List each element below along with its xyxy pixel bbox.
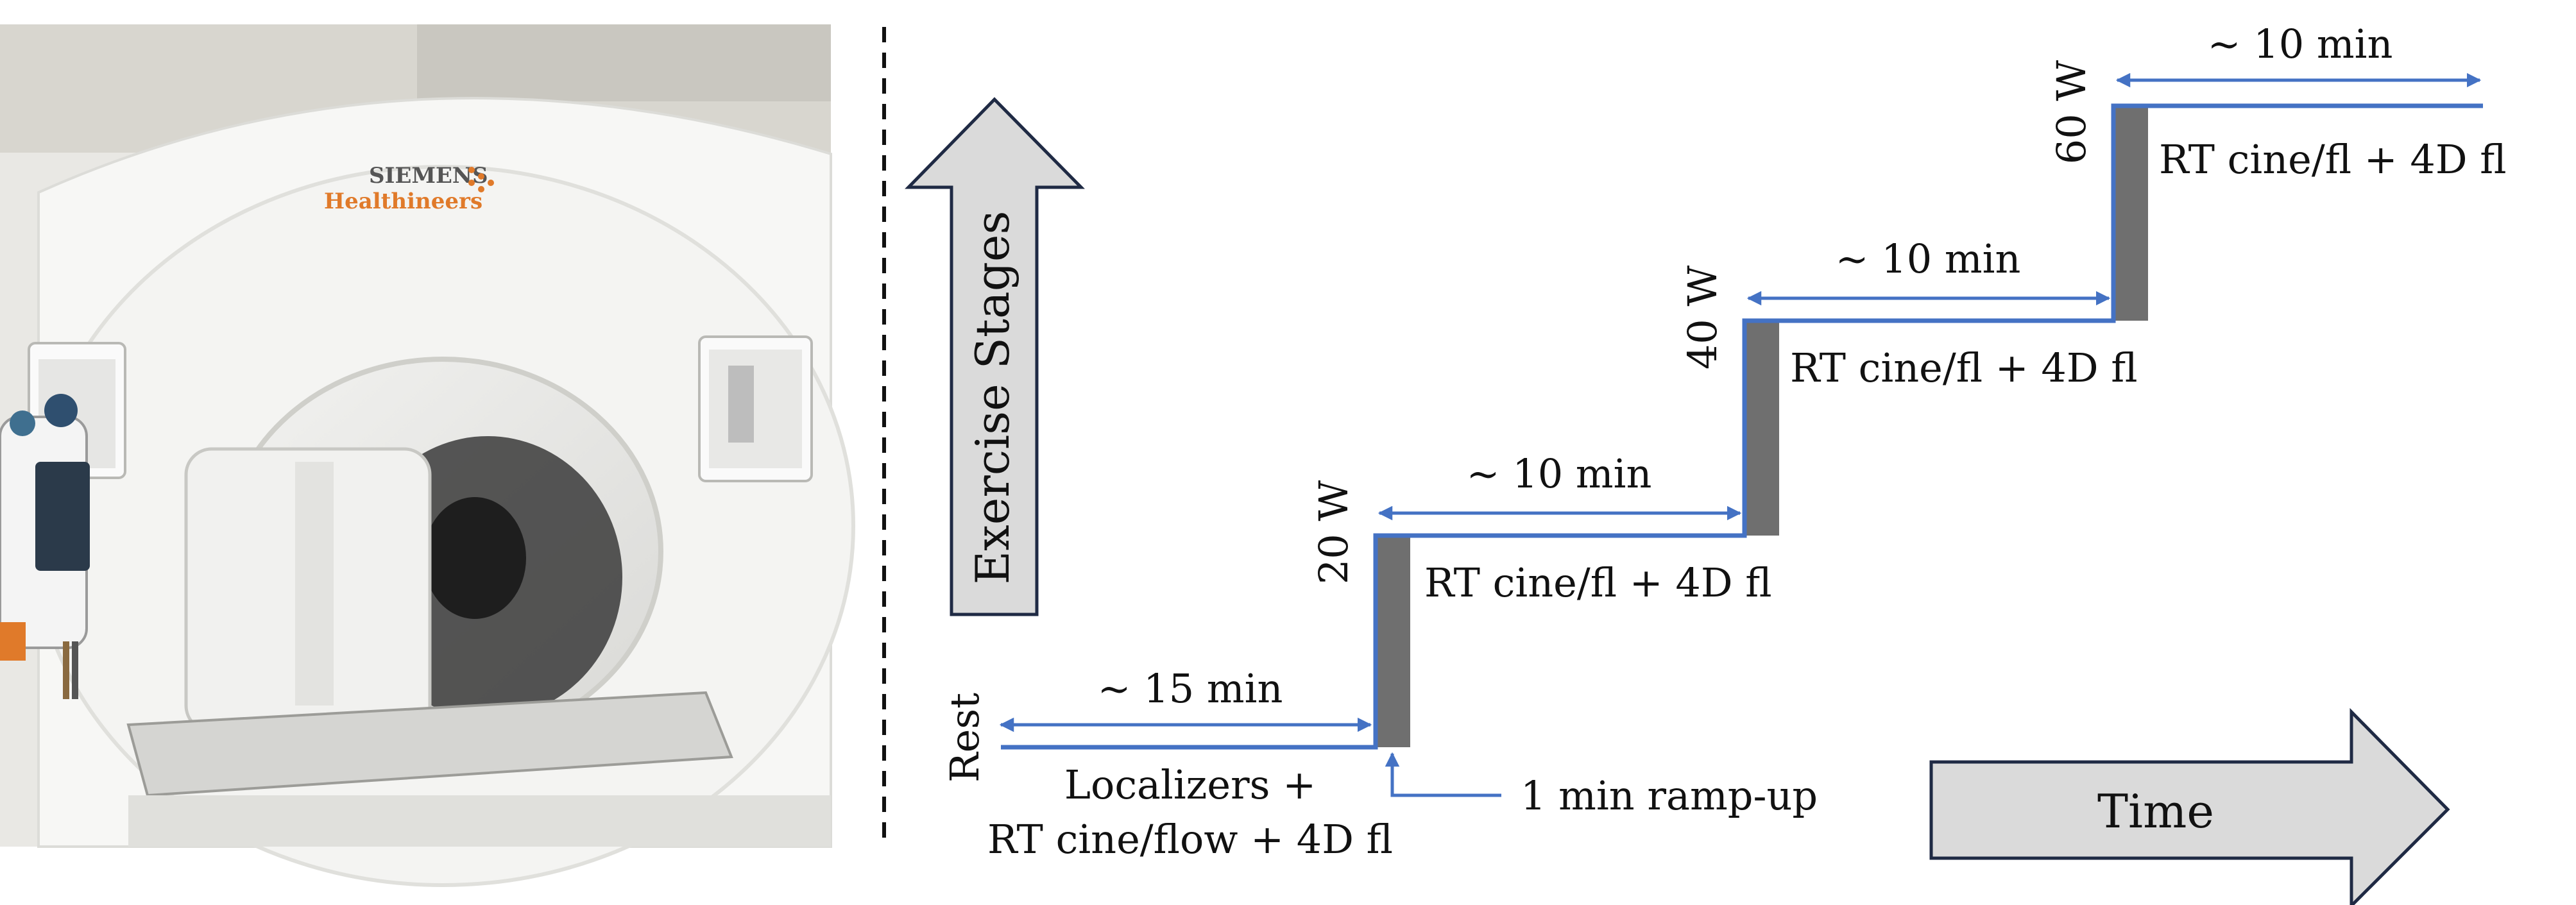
rest-duration-label: ~ 15 min (1098, 665, 1283, 712)
healthineers-logo-text: Healthineers (324, 189, 482, 214)
rest-sequence-line2: RT cine/flow + 4D fl (987, 816, 1393, 863)
time-arrow: Time (1929, 707, 2450, 905)
ramp-bar-60w (2113, 106, 2148, 321)
siemens-logo-text: SIEMENS (369, 163, 488, 189)
ramp-up-pointer (1385, 752, 1501, 797)
stage2-power-label: 40 W (1679, 266, 1726, 370)
rest-sequence-line1: Localizers + (1064, 761, 1316, 808)
stage1-power-label: 20 W (1310, 480, 1357, 585)
ramp-up-label: 1 min ramp-up (1521, 772, 1818, 819)
healthineers-dots-icon (468, 167, 494, 192)
exercise-stages-arrow: Exercise Stages (905, 97, 1085, 616)
stage3-power-label: 60 W (2048, 60, 2095, 165)
mri-photo: SIEMENS Healthineers (0, 24, 855, 887)
workload-step-line (1001, 103, 2483, 750)
stage2-sequence-label: RT cine/fl + 4D fl (1790, 344, 2138, 391)
stage1-sequence-label: RT cine/fl + 4D fl (1424, 559, 1772, 606)
patient-head (423, 497, 526, 619)
infusion-pump (0, 394, 90, 699)
stage3-sequence-label: RT cine/fl + 4D fl (2159, 136, 2507, 183)
stage1-duration-label: ~ 10 min (1467, 450, 1652, 497)
rest-label: Rest (941, 693, 988, 782)
stage2-duration-label: ~ 10 min (1836, 235, 2021, 282)
ramp-bar-40w (1744, 321, 1779, 536)
exercise-stages-label: Exercise Stages (966, 211, 1019, 585)
stage3-duration-label: ~ 10 min (2208, 21, 2393, 67)
time-label: Time (2097, 784, 2214, 838)
ramp-bar-20w (1376, 536, 1410, 747)
